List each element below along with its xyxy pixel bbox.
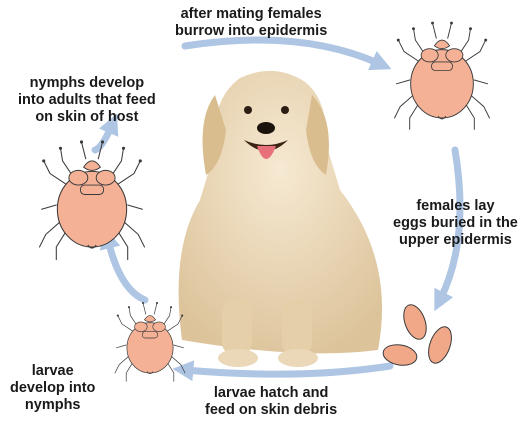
label-line: into adults that feed [18,92,156,109]
arrow-to-top-right-mite [185,40,380,64]
label-line: larvae [10,363,95,380]
arrow-to-bottom-left-mite [108,240,145,300]
label-stage-mating: after mating females burrow into epiderm… [175,6,327,40]
arrow-to-hatch [185,366,390,374]
label-line: develop into [10,380,95,397]
label-stage-nymphs: nymphs develop into adults that feed on … [18,75,156,126]
label-line: on skin of host [18,109,156,126]
eggs [382,302,456,368]
label-stage-eggs: females lay eggs buried in the upper epi… [393,198,518,249]
label-line: females lay [393,198,518,215]
label-line: larvae hatch and [205,385,337,402]
label-stage-larvae: larvae develop into nymphs [10,363,95,414]
label-line: nymphs [10,397,95,414]
dog-image [179,71,382,367]
label-line: after mating females [175,6,327,23]
mite-adult-top-right [395,22,490,130]
mite-larva-bottom-left [115,302,185,381]
arrow-to-left-mite [95,125,112,150]
label-line: upper epidermis [393,232,518,249]
label-line: feed on skin debris [205,402,337,419]
label-line: eggs buried in the [393,215,518,232]
label-line: burrow into epidermis [175,23,327,40]
mite-adult-left [40,140,145,259]
label-line: nymphs develop [18,75,156,92]
label-stage-hatch: larvae hatch and feed on skin debris [205,385,337,419]
